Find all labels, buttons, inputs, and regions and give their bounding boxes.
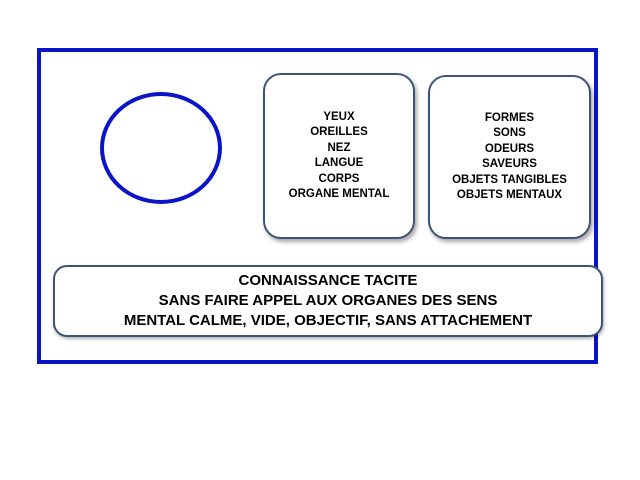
sense-objects-box: FORMES SONS ODEURS SAVEURS OBJETS TANGIB… xyxy=(428,75,591,239)
knowledge-line: CONNAISSANCE TACITE xyxy=(238,272,418,289)
object-item: SONS xyxy=(493,127,526,139)
outer-frame xyxy=(37,48,598,364)
organ-item: CORPS xyxy=(318,172,360,185)
organ-item: LANGUE xyxy=(314,157,364,169)
object-item: OBJETS MENTAUX xyxy=(456,189,563,201)
object-item: FORMES xyxy=(484,111,535,124)
knowledge-line: MENTAL CALME, VIDE, OBJECTIF, SANS ATTAC… xyxy=(123,312,533,329)
organ-item: YEUX xyxy=(323,110,355,123)
object-item: SAVEURS xyxy=(482,158,537,170)
object-item: ODEURS xyxy=(484,142,535,155)
organ-item: NEZ xyxy=(327,141,351,154)
tacit-knowledge-box: CONNAISSANCE TACITE SANS FAIRE APPEL AUX… xyxy=(53,265,603,337)
sense-organs-box: YEUX OREILLES NEZ LANGUE CORPS ORGANE ME… xyxy=(263,73,415,239)
empty-circle xyxy=(100,92,222,204)
organ-item: ORGANE MENTAL xyxy=(288,188,390,200)
organ-item: OREILLES xyxy=(310,126,368,138)
object-item: OBJETS TANGIBLES xyxy=(452,173,567,186)
knowledge-line: SANS FAIRE APPEL AUX ORGANES DES SENS xyxy=(158,292,498,309)
